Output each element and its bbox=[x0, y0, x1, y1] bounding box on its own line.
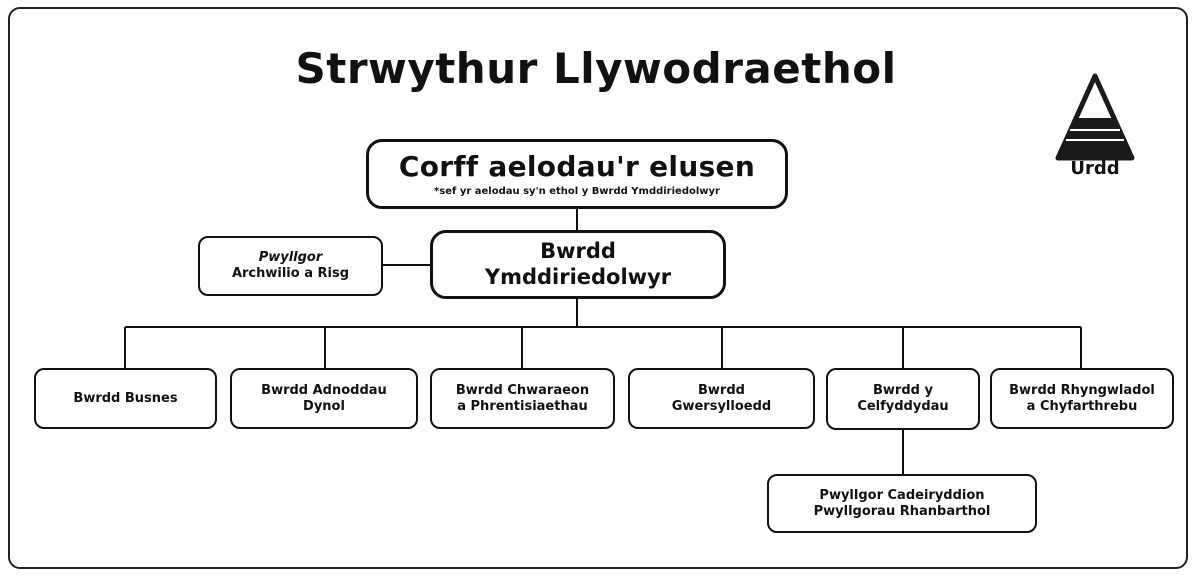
urdd-triangle-logo-icon bbox=[1055, 73, 1135, 161]
members-note: *sef yr aelodau sy'n ethol y Bwrdd Ymddi… bbox=[434, 185, 720, 197]
board-line2: Dynol bbox=[303, 398, 345, 414]
diagram-title: Strwythur Llywodraethol bbox=[295, 44, 897, 93]
trustees-box: Bwrdd Ymddiriedolwyr bbox=[430, 230, 726, 299]
board-box: Bwrdd Busnes bbox=[34, 368, 217, 429]
board-line1: Bwrdd Adnoddau bbox=[261, 382, 387, 398]
board-line1: Bwrdd y bbox=[873, 383, 933, 399]
board-box: Bwrdd Gwersylloedd bbox=[628, 368, 815, 429]
board-line2: a Phrentisiaethau bbox=[457, 398, 588, 414]
trustees-line1: Bwrdd bbox=[540, 238, 616, 263]
members-box: Corff aelodau'r elusen *sef yr aelodau s… bbox=[366, 139, 788, 209]
board-line2: Gwersylloedd bbox=[671, 398, 772, 414]
board-line1: Bwrdd bbox=[698, 382, 745, 398]
trustees-line2: Ymddiriedolwyr bbox=[484, 264, 672, 289]
logo-label: Urdd bbox=[1070, 158, 1120, 179]
audit-line1: Pwyllgor bbox=[258, 250, 323, 266]
board-line1: Bwrdd Chwaraeon bbox=[455, 382, 590, 398]
board-line1: Bwrdd Rhyngwladol bbox=[1009, 382, 1155, 398]
regional-committee-box: Pwyllgor Cadeiryddion Pwyllgorau Rhanbar… bbox=[767, 474, 1037, 533]
board-box: Bwrdd Adnoddau Dynol bbox=[230, 368, 418, 429]
regional-line2: Pwyllgorau Rhanbarthol bbox=[813, 503, 991, 519]
board-box: Bwrdd Chwaraeon a Phrentisiaethau bbox=[430, 368, 615, 429]
diagram-frame bbox=[8, 7, 1188, 569]
audit-line2: Archwilio a Risg bbox=[231, 266, 350, 281]
board-box: Bwrdd y Celfyddydau bbox=[826, 368, 980, 430]
audit-committee-box: Pwyllgor Archwilio a Risg bbox=[198, 236, 383, 296]
board-line2: a Chyfarthrebu bbox=[1026, 398, 1138, 414]
board-box: Bwrdd Rhyngwladol a Chyfarthrebu bbox=[990, 368, 1174, 429]
board-line1: Bwrdd Busnes bbox=[73, 390, 178, 406]
board-line2: Celfyddydau bbox=[857, 399, 949, 414]
regional-line1: Pwyllgor Cadeiryddion bbox=[819, 487, 985, 503]
members-title: Corff aelodau'r elusen bbox=[398, 149, 756, 183]
